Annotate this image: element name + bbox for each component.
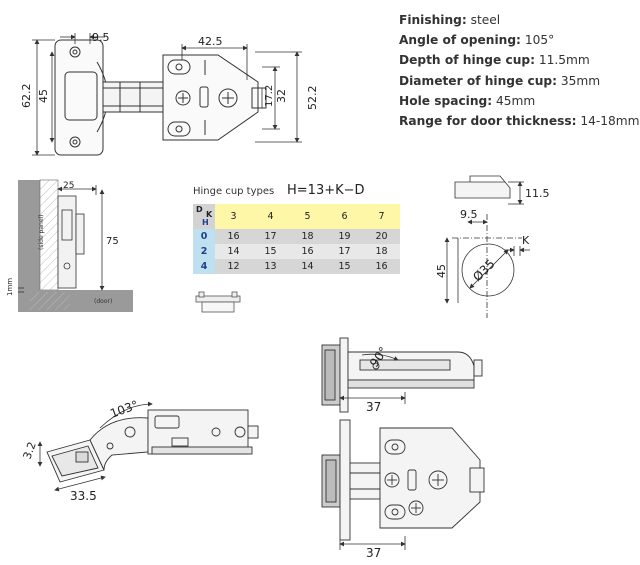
dim-17-2-label: 17.2 xyxy=(264,85,275,107)
k-header-cell: 6 xyxy=(326,204,363,229)
spec-door-thickness: Range for door thickness: 14-18mm xyxy=(399,114,640,129)
d-value-cell: 4 xyxy=(193,259,215,274)
right-front-view xyxy=(321,419,485,541)
spec-angle: Angle of opening: 105° xyxy=(399,33,555,48)
dim-37-bottom-label: 37 xyxy=(366,546,381,560)
table-cell: 20 xyxy=(363,229,400,244)
side-installation-view: 25 75 1mm (side panel) (door) xyxy=(6,179,133,312)
table-cell: 13 xyxy=(252,259,289,274)
d-value-cell: 0 xyxy=(193,229,215,244)
k-header-row: D K H 3 4 5 6 7 xyxy=(193,204,400,229)
table-cell: 17 xyxy=(326,244,363,259)
table-cell: 18 xyxy=(289,229,326,244)
door-hatch xyxy=(30,292,70,310)
open-view-dimensions xyxy=(37,401,153,492)
top-view-dimensions xyxy=(32,33,302,156)
dim-9-5-label: 9.5 xyxy=(92,31,110,44)
table-cell: 12 xyxy=(215,259,252,274)
k-header-cell: 3 xyxy=(215,204,252,229)
k-header-cell: 7 xyxy=(363,204,400,229)
dim-52-2-label: 52.2 xyxy=(306,86,319,111)
d-value-cell: 2 xyxy=(193,244,215,259)
table-cell: 18 xyxy=(363,244,400,259)
table-cell: 19 xyxy=(326,229,363,244)
open-hinge-view xyxy=(46,409,259,483)
dim-25-label: 25 xyxy=(63,181,74,191)
cup-detail-labels: 11.5 9.5 K 45 Ø35 xyxy=(435,187,550,284)
table-row: 0 16 17 18 19 20 xyxy=(193,229,400,244)
dim-32-label: 32 xyxy=(275,89,288,103)
k-header-cell: 4 xyxy=(252,204,289,229)
table-cell: 17 xyxy=(252,229,289,244)
table-row: 4 12 13 14 15 16 xyxy=(193,259,400,274)
k-label: K xyxy=(522,234,530,247)
cup-table-title: Hinge cup types xyxy=(193,186,275,197)
corner-h-label: H xyxy=(202,218,209,227)
dim-75-label: 75 xyxy=(106,236,119,247)
cup-dim-9-5-label: 9.5 xyxy=(460,208,478,221)
side-panel-label: (side panel) xyxy=(38,214,45,250)
dim-45-label: 45 xyxy=(37,89,50,103)
dia-35-label: Ø35 xyxy=(470,257,497,284)
table-cell: 16 xyxy=(363,259,400,274)
cup-detail-view xyxy=(444,175,530,318)
mounting-plate-small-icon xyxy=(195,291,241,313)
dim-62-2-label: 62.2 xyxy=(20,84,33,109)
spec-finishing: Finishing: steel xyxy=(399,13,501,27)
table-cell: 15 xyxy=(252,244,289,259)
cup-table-formula: H=13+K−D xyxy=(287,183,365,198)
spec-hole-spacing: Hole spacing: 45mm xyxy=(399,93,536,108)
table-cell: 16 xyxy=(215,229,252,244)
dim-42-5-label: 42.5 xyxy=(198,35,223,48)
table-cell: 15 xyxy=(326,259,363,274)
hinge-cup-table: D K H 3 4 5 6 7 0 16 17 18 19 20 2 14 15… xyxy=(193,204,400,274)
dim-3-2-label: 3.2 xyxy=(21,440,39,461)
cup-dim-45-label: 45 xyxy=(435,264,448,278)
table-row: 2 14 15 16 17 18 xyxy=(193,244,400,259)
spec-cup-depth: Depth of hinge cup: 11.5mm xyxy=(399,53,590,68)
table-cell: 16 xyxy=(289,244,326,259)
right-front-dimensions xyxy=(339,536,406,550)
corner-d-label: D xyxy=(196,205,203,214)
top-view-dimension-labels: 9.5 42.5 62.2 45 32 17.2 52.2 xyxy=(20,31,319,110)
spec-cup-diameter: Diameter of hinge cup: 35mm xyxy=(399,73,601,88)
dim-11-5-label: 11.5 xyxy=(525,187,550,200)
door-label: (door) xyxy=(94,298,112,305)
corner-k-label: K xyxy=(206,210,213,219)
dim-1mm-label: 1mm xyxy=(6,278,14,296)
table-corner-cell: D K H xyxy=(193,204,215,229)
top-view xyxy=(54,39,267,156)
right-side-dimensions xyxy=(339,353,406,404)
dim-33-5-label: 33.5 xyxy=(70,489,97,503)
k-header-cell: 5 xyxy=(289,204,326,229)
right-side-view xyxy=(321,337,483,413)
side-panel-left xyxy=(18,180,40,290)
specifications-list: Finishing: steel Angle of opening: 105° … xyxy=(399,10,640,131)
table-cell: 14 xyxy=(289,259,326,274)
table-cell: 14 xyxy=(215,244,252,259)
dim-37-top-label: 37 xyxy=(366,400,381,414)
